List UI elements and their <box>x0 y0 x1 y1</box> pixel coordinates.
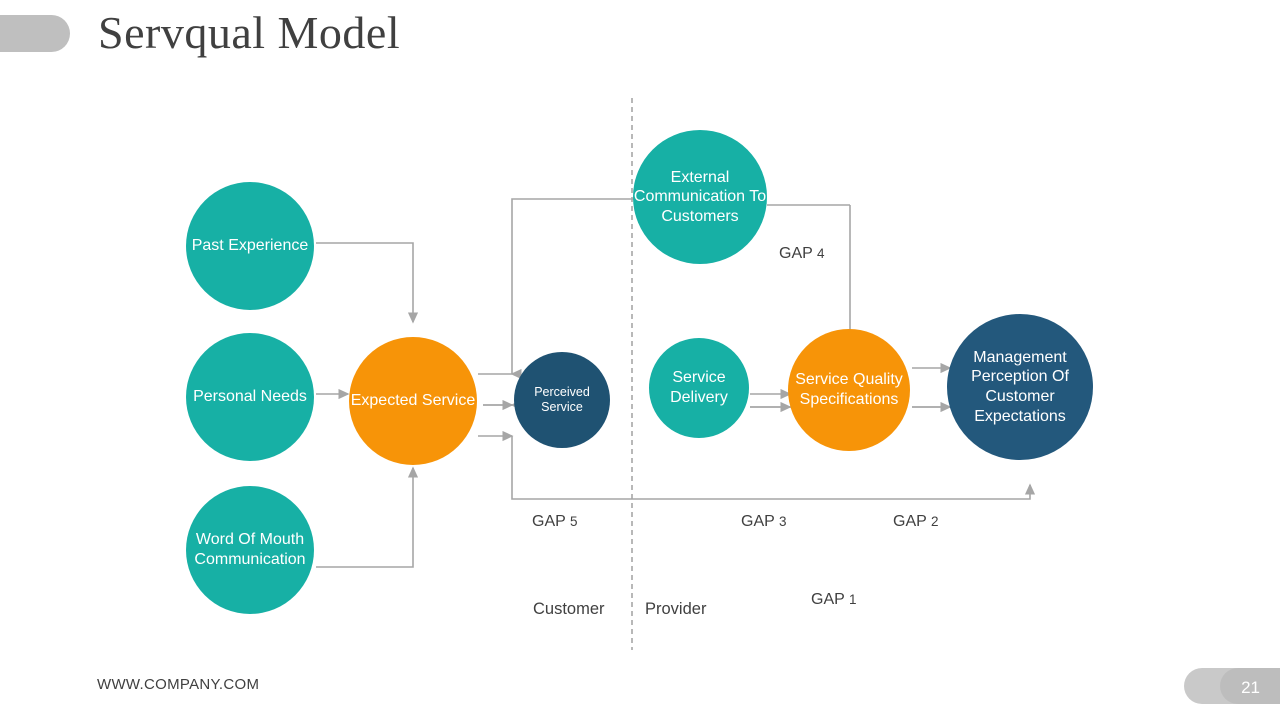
node-external-communication[interactable]: External Communication To Customers <box>633 130 767 264</box>
gap-4-text: GAP <box>779 245 813 262</box>
node-label-word-of-mouth: Word Of Mouth Communication <box>194 531 306 568</box>
node-word-of-mouth[interactable]: Word Of Mouth Communication <box>186 486 314 614</box>
gap-label-4: GAP 4 <box>779 245 824 263</box>
page-number-chip-inner <box>1220 668 1280 704</box>
gap-5-text: GAP <box>532 513 566 530</box>
node-label-service-delivery: Service Delivery <box>670 369 728 406</box>
gap-label-5: GAP 5 <box>532 513 577 531</box>
gap-2-number: 2 <box>930 514 939 529</box>
gap-label-1: GAP 1 <box>811 591 856 609</box>
side-label-customer: Customer <box>533 600 605 618</box>
node-label-management-perception: Management Perception Of Customer Expect… <box>971 348 1069 425</box>
node-label-service-quality-specifications: Service Quality Specifications <box>795 371 903 408</box>
page-title: Servqual Model <box>98 7 401 58</box>
side-label-provider: Provider <box>645 600 707 618</box>
page-number: 21 <box>1241 678 1260 697</box>
servqual-diagram: Past Experience Personal Needs Word Of M… <box>0 80 1280 660</box>
node-management-perception[interactable]: Management Perception Of Customer Expect… <box>947 314 1093 460</box>
node-service-delivery[interactable]: Service Delivery <box>649 338 749 438</box>
node-label-personal-needs: Personal Needs <box>193 388 307 406</box>
node-expected-service[interactable]: Expected Service <box>349 337 477 465</box>
gap-1-text: GAP <box>811 591 845 608</box>
gap-3-number: 3 <box>778 514 787 529</box>
node-service-quality-specifications[interactable]: Service Quality Specifications <box>788 329 910 451</box>
gap-3-text: GAP <box>741 513 775 530</box>
node-label-external-communication: External Communication To Customers <box>633 168 767 225</box>
gap-label-3: GAP 3 <box>741 513 786 531</box>
title-accent-chip <box>0 15 70 52</box>
gap-2-text: GAP <box>893 513 927 530</box>
node-label-past-experience: Past Experience <box>191 237 309 255</box>
gap-label-2: GAP 2 <box>893 513 938 531</box>
node-personal-needs[interactable]: Personal Needs <box>186 333 314 461</box>
gap-4-number: 4 <box>816 246 825 261</box>
gap-1-number: 1 <box>848 592 857 607</box>
node-label-expected-service: Expected Service <box>350 392 476 410</box>
node-perceived-service[interactable]: Perceived Service <box>514 352 610 448</box>
node-past-experience[interactable]: Past Experience <box>186 182 314 310</box>
gap-5-number: 5 <box>569 514 578 529</box>
node-label-perceived-service: Perceived Service <box>534 384 590 414</box>
footer-url: WWW.COMPANY.COM <box>97 676 260 693</box>
